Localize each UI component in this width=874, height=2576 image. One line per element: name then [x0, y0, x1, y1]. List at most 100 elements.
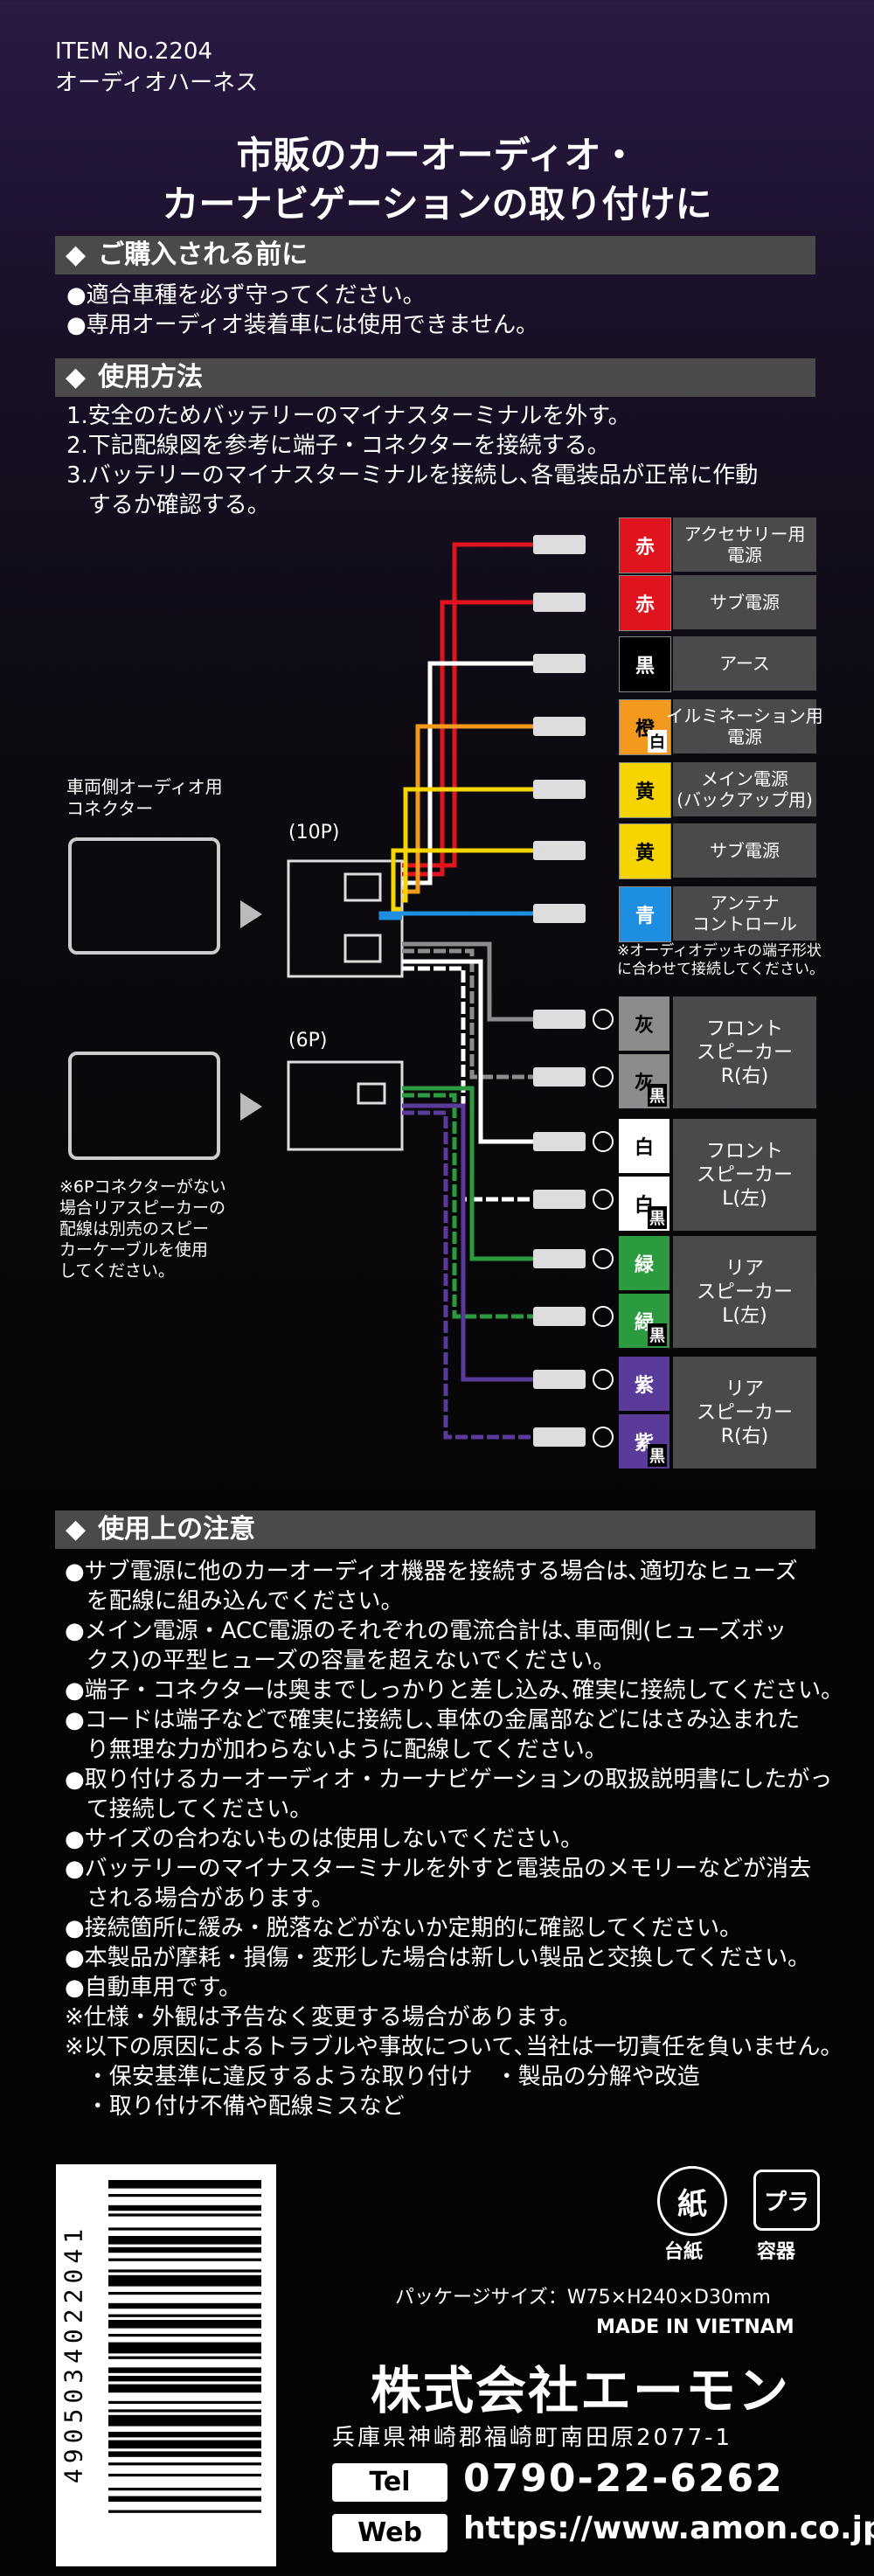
caution-line: ●サブ電源に他のカーオーディオ機器を接続する場合は､適切なヒューズ — [65, 1559, 798, 1585]
plastic-recycle-icon: プラ — [753, 2170, 820, 2231]
caution-line: ※仕様・外観は予告なく変更する場合があります。 — [65, 2004, 582, 2031]
wire-color-chip: 青 — [619, 886, 671, 942]
paper-label: 台紙 — [664, 2241, 704, 2263]
wire-color-chip: 赤 — [619, 575, 671, 631]
web-url[interactable]: https://www.amon.co.jp — [463, 2510, 874, 2546]
caution-line: ●サイズの合わないものは使用しないでください。 — [65, 1826, 584, 1852]
wire — [378, 911, 533, 920]
speaker-wire-plus — [402, 941, 533, 1022]
caution-line: クス)の平型ヒューズの容量を超えないでください。 — [65, 1648, 616, 1674]
barcode: 4905034022041 — [56, 2164, 276, 2566]
caution-line: ●本製品が摩耗・損傷・変形した場合は新しい製品と交換してください。 — [65, 1945, 811, 1971]
terminal-icon — [533, 1067, 586, 1087]
diamond-icon: ◆ — [66, 240, 87, 270]
before-line-1: ●適合車種を必ず守ってください。 — [66, 282, 426, 309]
caution-line: ●コードは端子などで確実に接続し､車体の金属部などにはさみ込まれた — [65, 1707, 801, 1733]
product-name: オーディオハーネス — [55, 70, 259, 96]
vehicle-connector-6p — [68, 1052, 220, 1160]
caution-line: を配線に組み込んでください。 — [65, 1588, 404, 1614]
heading-text: 使用方法 — [98, 362, 204, 392]
paper-recycle-icon: 紙 — [657, 2166, 727, 2236]
speaker-wire-plus — [402, 1103, 533, 1382]
wire — [402, 724, 533, 894]
wire-function-label: アンテナ コントロール — [673, 886, 816, 941]
chip-color-name: 黒 — [635, 656, 655, 677]
chip-stripe-color-name: 白 — [648, 730, 667, 753]
caution-line: ※以下の原因によるトラブルや事故について､当社は一切責任を負いません。 — [65, 2034, 843, 2060]
speaker-label: フロント スピーカー L(左) — [673, 1119, 816, 1231]
speaker-minus-chip: 紫黒 — [619, 1414, 669, 1469]
wire-color-chip: 橙白 — [619, 699, 671, 755]
minus-icon — [593, 1066, 614, 1087]
terminal-icon — [533, 1190, 586, 1209]
arrow-left-icon — [240, 900, 262, 928]
chip-color-name: 赤 — [635, 537, 655, 559]
barcode-bars — [108, 2180, 261, 2513]
chip-color-name: 黄 — [635, 781, 655, 803]
usage-line-2: 2.下記配線図を参考に端子・コネクターを接続する。 — [66, 433, 610, 459]
before-purchase-heading: ◆ ご購入される前に — [55, 236, 815, 274]
chip-stripe-color-name: 黒 — [648, 1323, 667, 1346]
speaker-wire-minus — [402, 966, 533, 1202]
connector-latch — [343, 934, 382, 963]
plus-icon — [593, 1131, 614, 1152]
usage-heading: ◆使用方法 — [55, 358, 815, 397]
arrow-left-icon — [240, 1093, 262, 1121]
usage-line-4: するか確認する。 — [66, 492, 270, 518]
caution-line: り無理な力が加わらないように配線してください。 — [65, 1737, 607, 1763]
paper-recycle-mark-text: 紙 — [677, 2186, 707, 2222]
caution-line: ●接続箇所に緩み・脱落などがないか定期的に確認してください。 — [65, 1915, 743, 1941]
terminal-icon — [533, 1370, 586, 1389]
wire-function-label: サブ電源 — [673, 823, 816, 878]
wire-function-label: アクセサリー用 電源 — [673, 517, 816, 572]
wire — [402, 600, 533, 877]
speaker-wire-plus — [402, 959, 533, 1144]
chip-color-name: 赤 — [635, 594, 655, 616]
web-label: Web — [332, 2514, 447, 2552]
terminal-icon — [533, 654, 586, 673]
caution-line: ●メイン電源・ACC電源のそれぞれの電流合計は､車両側(ヒューズボッ — [65, 1618, 787, 1644]
item-number: ITEM No.2204 — [55, 38, 213, 65]
made-in: MADE IN VIETNAM — [596, 2316, 794, 2338]
wiring-diagram — [68, 535, 614, 1448]
company-name: 株式会社エーモン — [371, 2361, 791, 2420]
connector-latch — [357, 1082, 386, 1105]
minus-icon — [593, 1427, 614, 1448]
wire-function-label: サブ電源 — [673, 575, 816, 629]
caution-line: ●取り付けるカーオーディオ・カーナビゲーションの取扱説明書にしたがっ — [65, 1767, 833, 1793]
connector-latch — [343, 872, 382, 902]
wire-function-label: イルミネーション用 電源 — [666, 699, 823, 753]
terminal-icon — [533, 780, 586, 799]
wire — [402, 787, 533, 903]
speaker-plus-chip: 灰 — [619, 996, 669, 1051]
wire-color-chip: 赤 — [619, 517, 671, 573]
wire — [402, 542, 533, 868]
tel-number[interactable]: 0790-22-6262 — [463, 2456, 784, 2501]
speaker-minus-chip: 灰黒 — [619, 1054, 669, 1108]
wire-function-label: アース — [673, 636, 816, 691]
terminal-icon — [533, 841, 586, 860]
plastic-recycle-mark-text: プラ — [763, 2189, 809, 2216]
vehicle-connector-label: 車両側オーディオ用 コネクター — [66, 776, 223, 819]
plus-icon — [593, 1369, 614, 1390]
note-6p: ※6Pコネクターがない 場合リアスピーカーの 配線は別売のスピー カーケーブルを… — [59, 1177, 226, 1281]
label-6p: (6P) — [288, 1030, 328, 1052]
connector-6p — [287, 1060, 404, 1151]
wire-color-chip: 黄 — [619, 823, 671, 879]
label-10p: (10P) — [288, 822, 340, 844]
heading-text: 使用上の注意 — [98, 1514, 256, 1545]
wire — [391, 848, 533, 912]
terminal-icon — [533, 1132, 586, 1151]
speaker-plus-chip: 白 — [619, 1119, 669, 1173]
terminal-icon — [533, 1249, 586, 1268]
speaker-wire-minus — [402, 1110, 533, 1440]
speaker-plus-chip: 緑 — [619, 1236, 669, 1290]
wire-function-label: メイン電源 (バックアップ用) — [673, 762, 816, 816]
caution-line: される場合があります。 — [65, 1885, 335, 1912]
speaker-label: リア スピーカー L(左) — [673, 1236, 816, 1348]
chip-stripe-color-name: 黒 — [648, 1444, 667, 1467]
caution-line: て接続してください。 — [65, 1796, 313, 1823]
heading-text: ご購入される前に — [98, 240, 309, 270]
caution-line: ●バッテリーのマイナスターミナルを外すと電装品のメモリーなどが消去 — [65, 1856, 812, 1882]
minus-icon — [593, 1189, 614, 1210]
